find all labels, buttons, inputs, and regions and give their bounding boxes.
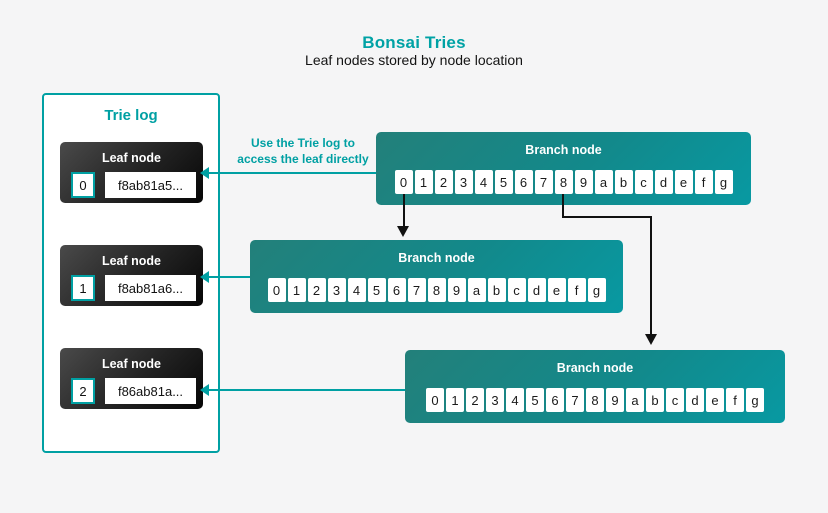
branch-cell: 1 xyxy=(446,388,464,412)
branch-cell: 8 xyxy=(427,278,446,302)
diagram-subtitle: Leaf nodes stored by node location xyxy=(305,52,523,68)
branch-cell: b xyxy=(614,170,633,194)
teal-connector-branch2-leaf1 xyxy=(208,276,250,278)
branch-cell: 6 xyxy=(387,278,406,302)
leaf-index-box: 0 xyxy=(71,172,95,198)
branch-cell: 8 xyxy=(586,388,604,412)
annotation-line-2: access the leaf directly xyxy=(237,152,369,166)
branch-cell: g xyxy=(714,170,733,194)
branch-cell: 9 xyxy=(574,170,593,194)
branch-cell: 7 xyxy=(566,388,584,412)
branch-cell: 4 xyxy=(347,278,366,302)
branch-cell: a xyxy=(594,170,613,194)
branch-cell: 6 xyxy=(546,388,564,412)
branch-cell: 0 xyxy=(394,170,413,194)
branch-cell: 2 xyxy=(466,388,484,412)
arrow-down-icon xyxy=(397,226,409,237)
branch-cell: 3 xyxy=(486,388,504,412)
branch-cell: e xyxy=(674,170,693,194)
branch-cell: c xyxy=(507,278,526,302)
leaf-node-label: Leaf node xyxy=(101,151,162,165)
branch-cell: b xyxy=(487,278,506,302)
branch-cell: f xyxy=(567,278,586,302)
branch-cell: d xyxy=(686,388,704,412)
branch-cell: f xyxy=(694,170,713,194)
branch-cell: 2 xyxy=(307,278,326,302)
branch-cell: 5 xyxy=(526,388,544,412)
leaf-hash-box: f8ab81a5... xyxy=(105,172,196,198)
leaf-hash-box: f86ab81a... xyxy=(105,378,196,404)
arrow-left-icon xyxy=(200,271,209,283)
leaf-hash-box: f8ab81a6... xyxy=(105,275,196,301)
leaf-node-label: Leaf node xyxy=(101,254,162,268)
branch-cell: 3 xyxy=(327,278,346,302)
branch-cell: 0 xyxy=(426,388,444,412)
branch-cell: a xyxy=(626,388,644,412)
teal-connector-branch3-leaf2 xyxy=(208,389,405,391)
teal-connector-branch1-leaf0 xyxy=(208,172,376,174)
branch-cell: e xyxy=(547,278,566,302)
branch-node-label: Branch node xyxy=(556,361,634,375)
leaf-node-label: Leaf node xyxy=(101,357,162,371)
branch-cell: c xyxy=(666,388,684,412)
branch-cell: 0 xyxy=(267,278,286,302)
branch-cell: a xyxy=(467,278,486,302)
black-connector-cell8-segment-3 xyxy=(650,216,652,336)
branch-cell: 2 xyxy=(434,170,453,194)
leaf-index-box: 1 xyxy=(71,275,95,301)
branch-cell: 9 xyxy=(447,278,466,302)
branch-cell: 8 xyxy=(554,170,573,194)
annotation-line-1: Use the Trie log to xyxy=(250,136,355,150)
trie-log-annotation: Use the Trie log to access the leaf dire… xyxy=(228,135,378,167)
branch-cell: 7 xyxy=(534,170,553,194)
branch-cell: 6 xyxy=(514,170,533,194)
arrow-left-icon xyxy=(200,384,209,396)
branch-cell: 9 xyxy=(606,388,624,412)
black-connector-cell8-segment-2 xyxy=(562,216,652,218)
diagram-title: Bonsai Tries xyxy=(362,33,466,52)
branch-cell: 4 xyxy=(474,170,493,194)
branch-cell: d xyxy=(527,278,546,302)
arrow-down-icon xyxy=(645,334,657,345)
black-connector-cell0-branch2 xyxy=(403,194,405,228)
branch-cell: 7 xyxy=(407,278,426,302)
arrow-left-icon xyxy=(200,167,209,179)
branch-cell: b xyxy=(646,388,664,412)
branch-node-label: Branch node xyxy=(398,251,475,265)
trie-log-title: Trie log xyxy=(104,107,158,124)
branch-cell: 1 xyxy=(287,278,306,302)
branch-cell: c xyxy=(634,170,653,194)
branch-cell: g xyxy=(587,278,606,302)
branch-node-label: Branch node xyxy=(525,143,602,157)
branch-cell: 5 xyxy=(494,170,513,194)
leaf-node-card-0: Leaf node 0 f8ab81a5... xyxy=(60,142,203,203)
branch-cell: 3 xyxy=(454,170,473,194)
black-connector-cell8-segment-1 xyxy=(562,194,564,218)
leaf-node-card-2: Leaf node 2 f86ab81a... xyxy=(60,348,203,409)
branch-cell: 5 xyxy=(367,278,386,302)
branch-cell: 4 xyxy=(506,388,524,412)
branch-cell: d xyxy=(654,170,673,194)
leaf-index-box: 2 xyxy=(71,378,95,404)
branch-cell: g xyxy=(746,388,764,412)
branch-cell: e xyxy=(706,388,724,412)
leaf-node-card-1: Leaf node 1 f8ab81a6... xyxy=(60,245,203,306)
branch-cell: f xyxy=(726,388,744,412)
branch-cell: 1 xyxy=(414,170,433,194)
